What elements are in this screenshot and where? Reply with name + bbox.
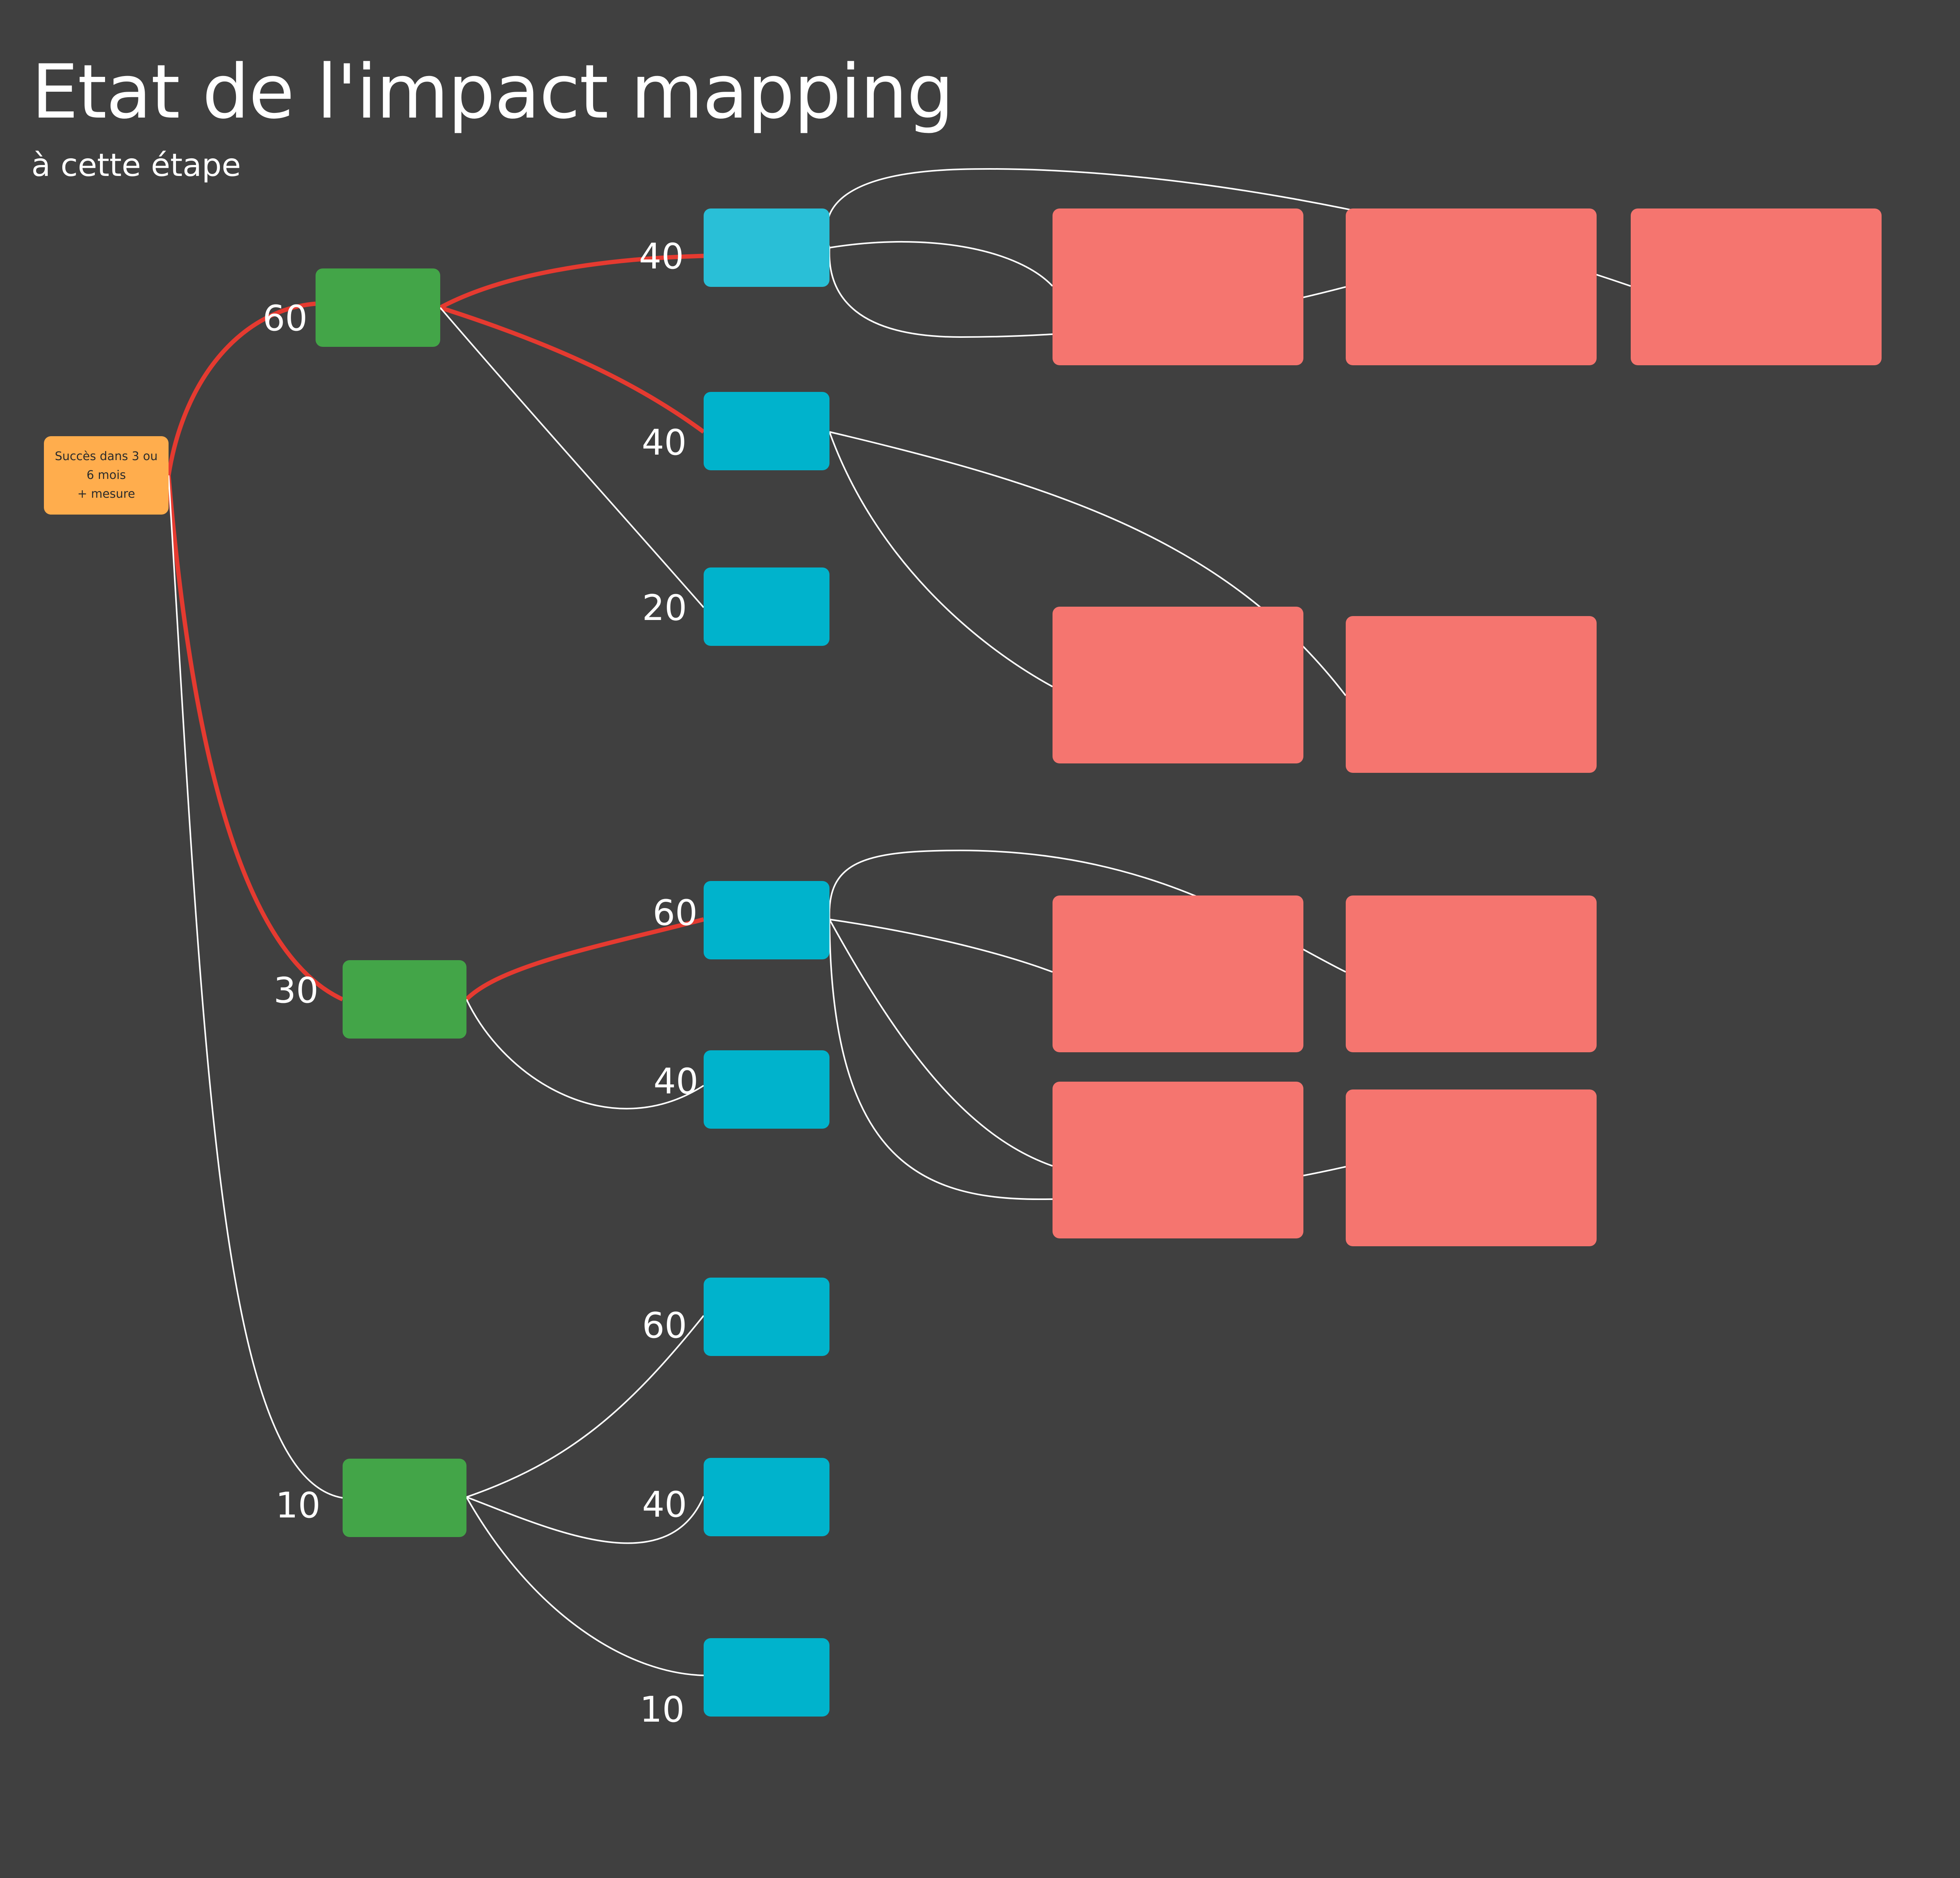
impact-node-2[interactable]	[704, 392, 829, 470]
link-goal-actor-3	[168, 475, 343, 1499]
actor-weight-1: 60	[263, 298, 308, 339]
page-subtitle: à cette étape	[31, 147, 241, 183]
impact-weight-6: 60	[642, 1305, 687, 1346]
impact-weight-1: 40	[639, 236, 684, 277]
link-actor-3-impact-7	[466, 1496, 704, 1544]
link-goal-actor-2	[166, 475, 344, 1001]
impact-weight-5: 40	[653, 1061, 699, 1102]
impact-node-1[interactable]	[704, 208, 829, 287]
link-impact-2-deliverable-4	[829, 431, 1053, 687]
link-actor-2-impact-5	[466, 999, 704, 1109]
deliverable-node-1[interactable]	[1053, 208, 1303, 365]
link-actor-3-impact-6	[466, 1315, 704, 1498]
deliverable-node-5[interactable]	[1346, 616, 1597, 773]
actor-weight-2: 30	[274, 970, 319, 1011]
impact-node-7[interactable]	[704, 1458, 829, 1536]
goal-node[interactable]: Succès dans 3 ou 6 mois + mesure	[44, 436, 169, 515]
impact-weight-3: 20	[642, 587, 687, 629]
goal-label: Succès dans 3 ou 6 mois + mesure	[54, 450, 158, 501]
actor-node-2[interactable]	[343, 960, 466, 1039]
impact-node-6[interactable]	[704, 1278, 829, 1356]
deliverable-node-8[interactable]	[1053, 1082, 1303, 1238]
impact-node-3[interactable]	[704, 567, 829, 646]
deliverable-node-3[interactable]	[1631, 208, 1882, 365]
impact-weight-2: 40	[642, 422, 687, 463]
link-goal-actor-1	[166, 301, 316, 476]
impact-node-8[interactable]	[704, 1638, 829, 1717]
impact-node-5[interactable]	[704, 1050, 829, 1129]
deliverable-node-7[interactable]	[1346, 895, 1597, 1052]
actor-node-3[interactable]	[343, 1459, 466, 1537]
impact-node-4[interactable]	[704, 881, 829, 959]
actor-node-1[interactable]	[316, 268, 440, 347]
link-actor-1-impact-3	[439, 307, 704, 608]
impact-weight-4: 60	[653, 892, 698, 934]
deliverable-node-2[interactable]	[1346, 208, 1597, 365]
page-title: Etat de l'impact mapping	[31, 49, 954, 135]
link-impact-4-deliverable-8	[829, 919, 1053, 1167]
actor-weight-3: 10	[276, 1485, 321, 1526]
impact-weight-8: 10	[640, 1689, 685, 1730]
link-actor-1-impact-2	[439, 305, 705, 434]
link-actor-1-impact-1	[439, 254, 704, 310]
deliverable-node-6[interactable]	[1053, 895, 1303, 1052]
impact-weight-7: 40	[642, 1484, 687, 1525]
deliverable-node-9[interactable]	[1346, 1089, 1597, 1246]
deliverable-node-4[interactable]	[1053, 607, 1303, 763]
link-impact-1-deliverable-1	[829, 241, 1053, 287]
link-actor-2-impact-4	[465, 917, 704, 1001]
link-impact-4-deliverable-6	[829, 919, 1053, 973]
link-actor-3-impact-8	[466, 1497, 704, 1676]
